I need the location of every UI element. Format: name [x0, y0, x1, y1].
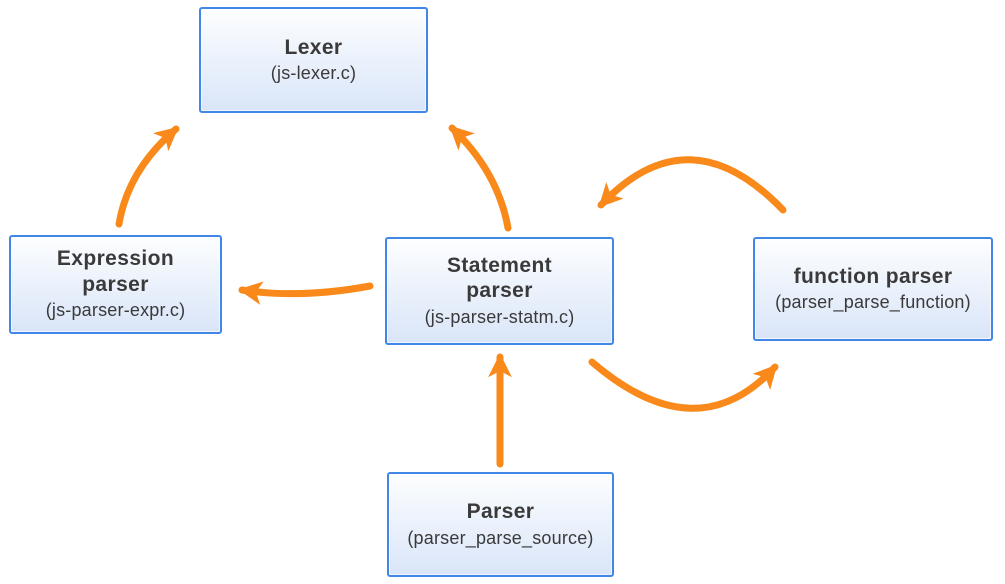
node-parser-title: Parser [466, 500, 535, 523]
node-function-parser-subtitle: (parser_parse_function) [775, 292, 971, 313]
node-lexer-title: Lexer [284, 35, 343, 59]
node-statement-parser-subtitle: (js-parser-statm.c) [424, 306, 575, 327]
node-function-parser-title: function parser [793, 264, 953, 288]
node-statement-parser: Statement parser (js-parser-statm.c) [385, 237, 614, 345]
arrow-expression-parser-to-lexer [115, 125, 180, 228]
arrow-statement-parser-to-function-parser [588, 358, 779, 412]
node-expression-parser-subtitle: (js-parser-expr.c) [45, 300, 186, 321]
node-function-parser: function parser (parser_parse_function) [753, 237, 993, 341]
node-expression-parser-title: Expression parser [56, 247, 175, 296]
arrow-statement-parser-to-expression-parser [238, 281, 374, 305]
node-parser: Parser (parser_parse_source) [387, 472, 614, 577]
arrow-statement-parser-to-lexer [448, 124, 512, 232]
node-statement-parser-title: Statement parser [446, 253, 553, 303]
node-parser-subtitle: (parser_parse_source) [407, 527, 594, 548]
arrow-function-parser-to-statement-parser [597, 156, 787, 214]
node-lexer: Lexer (js-lexer.c) [199, 7, 428, 113]
node-expression-parser: Expression parser (js-parser-expr.c) [9, 235, 222, 334]
node-lexer-subtitle: (js-lexer.c) [270, 63, 357, 84]
